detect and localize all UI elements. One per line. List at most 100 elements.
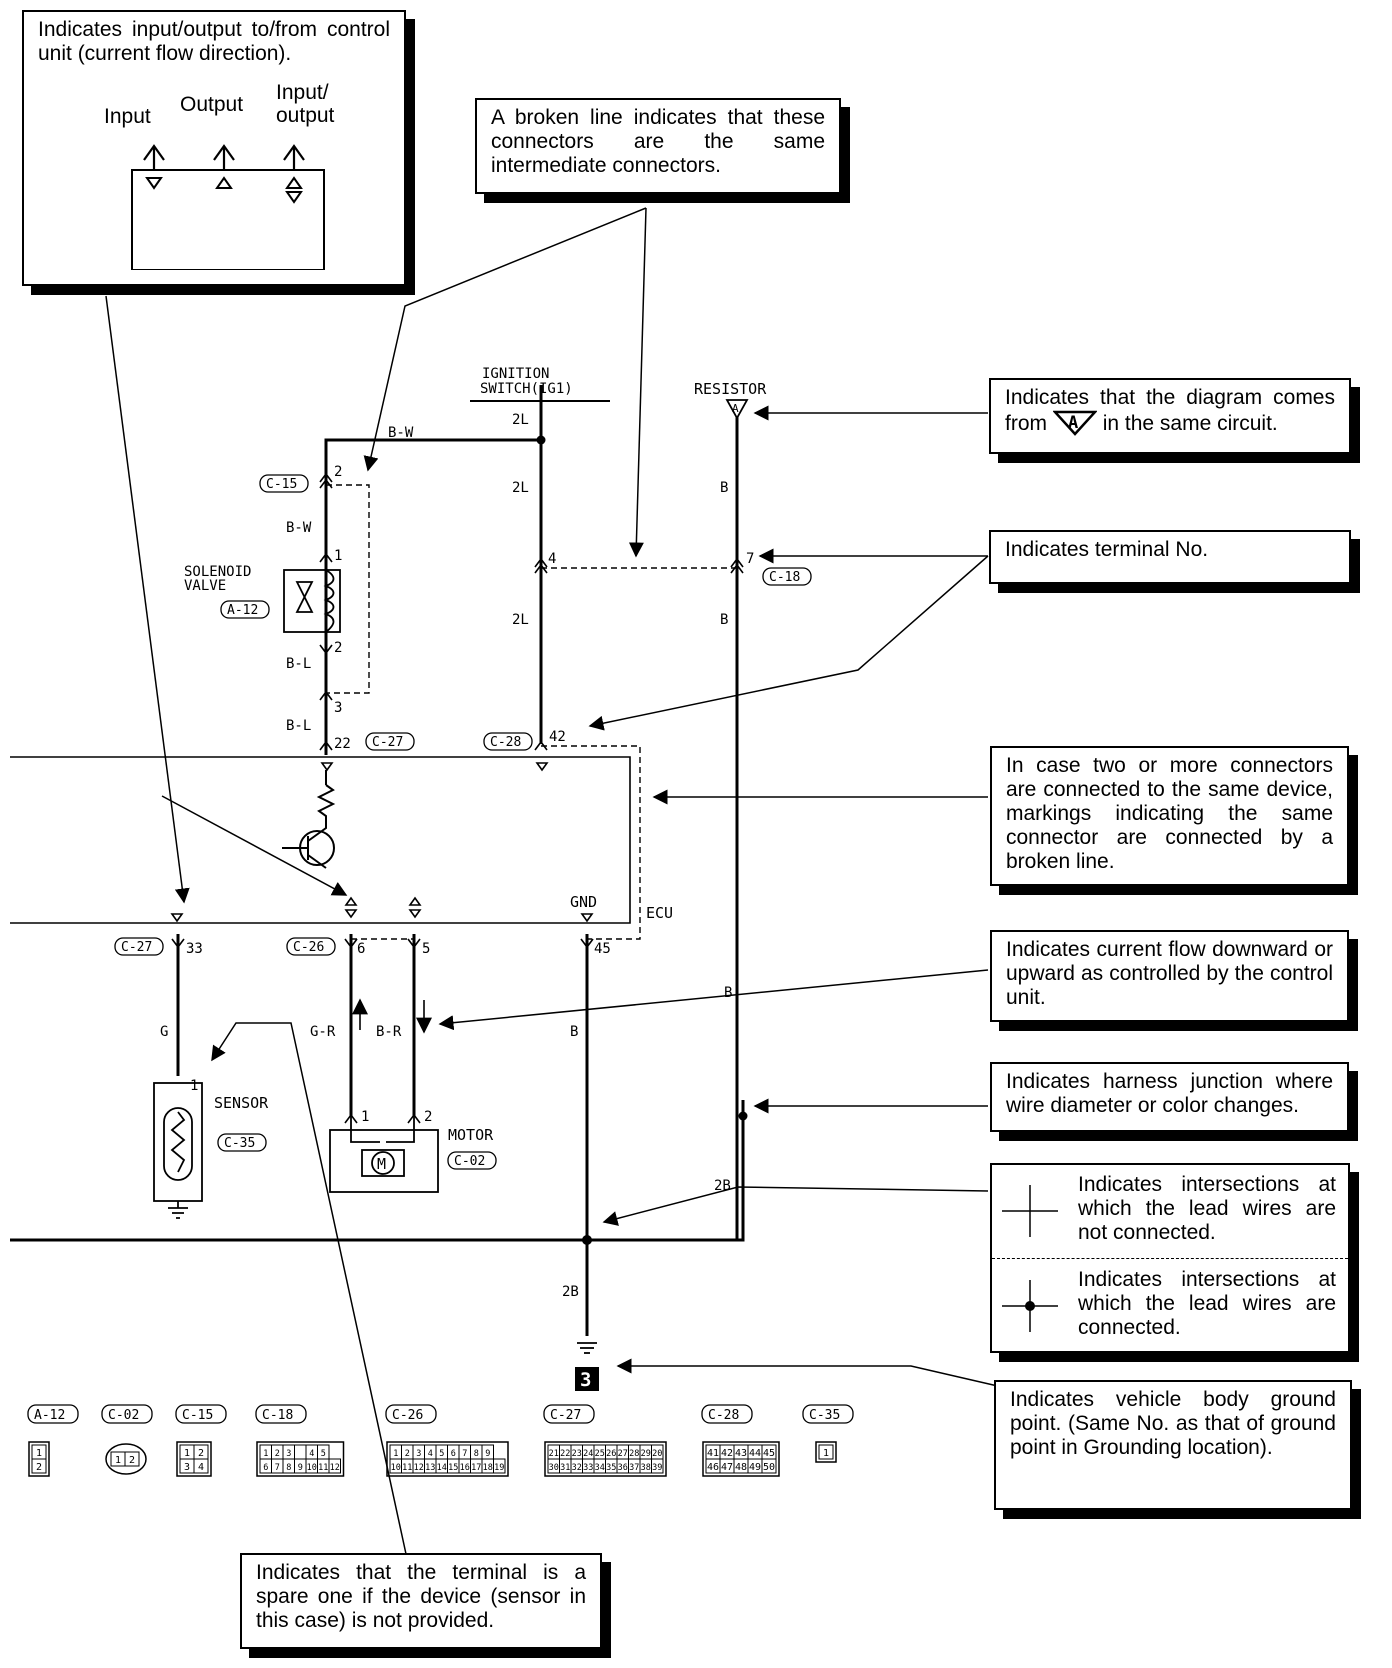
connector-pin-number: 10 [391, 1463, 401, 1473]
connector-legend-c-35: C-35 1 [802, 1404, 854, 1463]
connector-pin-number: 23 [572, 1449, 582, 1459]
comes-from-text-1: Indicates that the diagram comes from [1005, 386, 1335, 435]
terminal-5: 5 [422, 941, 430, 957]
wire-color-bw: B-W [286, 520, 312, 536]
comes-from-symbol-icon: A [1052, 410, 1098, 436]
ignition-switch-label-1: IGNITION [482, 366, 549, 382]
connector-pin-number: 24 [583, 1449, 593, 1459]
motor-symbol: M [329, 1116, 439, 1193]
connector-pin-number: 31 [560, 1463, 570, 1473]
gnd-label: GND [570, 893, 597, 911]
callout-io-text: Indicates input/output to/from control u… [38, 18, 390, 65]
connector-pin-number: 22 [560, 1449, 570, 1459]
connector-pin-number: 1 [393, 1449, 398, 1459]
io-input-label: Input [104, 105, 151, 128]
ignition-switch-label-2: SWITCH(IG1) [480, 381, 573, 397]
connector-label-a12: A-12 [220, 600, 270, 619]
wire-color-br: B-R [376, 1024, 402, 1040]
terminal-7: 7 [746, 551, 754, 567]
io-input-output-label: Input/ output [276, 81, 335, 127]
resistor-label: RESISTOR [694, 380, 767, 398]
ecu-internals [282, 770, 336, 869]
wire-color-2b-1: 2B [714, 1178, 731, 1194]
connector-pin-number: 1 [36, 1448, 42, 1459]
wire-color-2b-2: 2B [562, 1284, 579, 1300]
solenoid-valve [283, 569, 341, 633]
ground-point-number: 3 [580, 1369, 591, 1391]
connector-pin-number: 12 [414, 1463, 424, 1473]
terminal-2-solenoid: 2 [334, 640, 342, 656]
wire-color-b-2: B [720, 612, 728, 628]
connector-pin-number: 16 [460, 1463, 470, 1473]
connector-pin-number: 1 [115, 1455, 121, 1466]
connector-pin-number: 4 [309, 1449, 314, 1459]
callout-ground-point: Indicates vehicle body ground point. (Sa… [994, 1380, 1352, 1510]
connector-pin-number: 37 [629, 1463, 639, 1473]
connector-pin-number: 1 [263, 1449, 268, 1459]
ecu-box [10, 400, 631, 924]
terminal-22: 22 [334, 736, 351, 752]
io-input-triangle [145, 177, 163, 190]
connector-label-c18: C-18 [762, 567, 812, 586]
connector-pin-number: 34 [595, 1463, 605, 1473]
wire-color-b-1: B [720, 480, 728, 496]
connector-pin-number: 5 [439, 1449, 444, 1459]
connector-pin-number: 3 [416, 1449, 421, 1459]
terminal-3: 3 [334, 700, 342, 716]
wire-color-2l-a: 2L [512, 412, 529, 428]
terminal-2-motor: 2 [424, 1109, 432, 1125]
connector-pin-number: 10 [307, 1463, 317, 1473]
wire-color-2l-c: 2L [512, 612, 529, 628]
terminal-1-sensor: 1 [190, 1078, 198, 1094]
wire-color-2l-b: 2L [512, 480, 529, 496]
terminal-marks [171, 472, 744, 1124]
connector-legend-label: C-35 [809, 1408, 840, 1423]
connector-pin-number: 11 [402, 1463, 412, 1473]
wire-color-bl-2: B-L [286, 718, 311, 734]
callout-diagram-comes-from: Indicates that the diagram comes from A … [989, 378, 1351, 454]
svg-text:A: A [1068, 413, 1078, 433]
connector-pin-number: 3 [184, 1462, 190, 1473]
connector-pin-number: 3 [286, 1449, 291, 1459]
connector-pin-number: 44 [749, 1448, 761, 1459]
connector-legend-label: C-27 [550, 1408, 581, 1423]
connector-pin-number: 8 [474, 1449, 479, 1459]
connector-pin-number: 7 [275, 1463, 280, 1473]
svg-text:C-02: C-02 [454, 1154, 485, 1169]
connector-pin-number: 42 [721, 1448, 733, 1459]
connector-pin-number: 38 [641, 1463, 651, 1473]
connector-pin-number: 21 [549, 1449, 559, 1459]
callout-same-device: In case two or more connectors are conne… [990, 746, 1349, 886]
connector-pin-number: 35 [606, 1463, 616, 1473]
callout-spare-terminal: Indicates that the terminal is a spare o… [240, 1553, 602, 1649]
connector-pin-number: 9 [485, 1449, 490, 1459]
wire-color-gr: G-R [310, 1024, 336, 1040]
connector-pin-number: 29 [641, 1449, 651, 1459]
wire-color-b-4: B [570, 1024, 578, 1040]
crossing-connected-icon [1002, 1280, 1058, 1332]
io-example [131, 144, 325, 270]
connector-label-c26: C-26 [286, 937, 336, 956]
connector-pin-number: 32 [572, 1463, 582, 1473]
connector-pin-number: 46 [707, 1462, 719, 1473]
connector-pin-number: 30 [549, 1463, 559, 1473]
connector-label-c27-bottom: C-27 [114, 937, 164, 956]
legend-not-connected: Indicates intersections at which the lea… [992, 1165, 1348, 1257]
connector-legend-label: C-18 [262, 1408, 293, 1423]
terminal-4: 4 [548, 551, 556, 567]
connector-legend-label: C-02 [108, 1408, 139, 1423]
connector-pin-number: 36 [618, 1463, 628, 1473]
connector-pin-number: 2 [405, 1449, 410, 1459]
solenoid-label-2: VALVE [184, 578, 226, 594]
connector-pin-number: 1 [823, 1448, 829, 1459]
solenoid-label-1: SOLENOID [184, 564, 251, 580]
